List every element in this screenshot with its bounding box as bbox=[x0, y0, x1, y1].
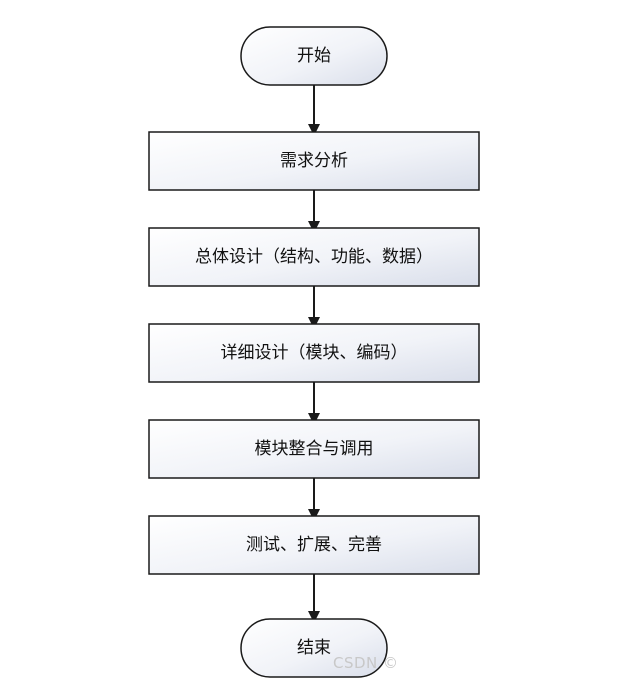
process-step-requirements: 需求分析 bbox=[148, 131, 480, 191]
process-step-overall-design: 总体设计（结构、功能、数据） bbox=[148, 227, 480, 287]
process-step-integration: 模块整合与调用 bbox=[148, 419, 480, 479]
start-node: 开始 bbox=[240, 26, 388, 86]
step-label: 总体设计（结构、功能、数据） bbox=[195, 247, 433, 267]
step-label: 测试、扩展、完善 bbox=[246, 535, 382, 555]
process-step-detailed-design: 详细设计（模块、编码） bbox=[148, 323, 480, 383]
step-label: 需求分析 bbox=[280, 151, 348, 171]
process-step-testing: 测试、扩展、完善 bbox=[148, 515, 480, 575]
step-label: 模块整合与调用 bbox=[255, 439, 374, 459]
end-label: 结束 bbox=[297, 638, 331, 658]
end-node: 结束 bbox=[240, 618, 388, 678]
step-label: 详细设计（模块、编码） bbox=[221, 343, 408, 363]
start-label: 开始 bbox=[297, 46, 331, 66]
csdn-watermark: CSDN © bbox=[333, 654, 399, 672]
